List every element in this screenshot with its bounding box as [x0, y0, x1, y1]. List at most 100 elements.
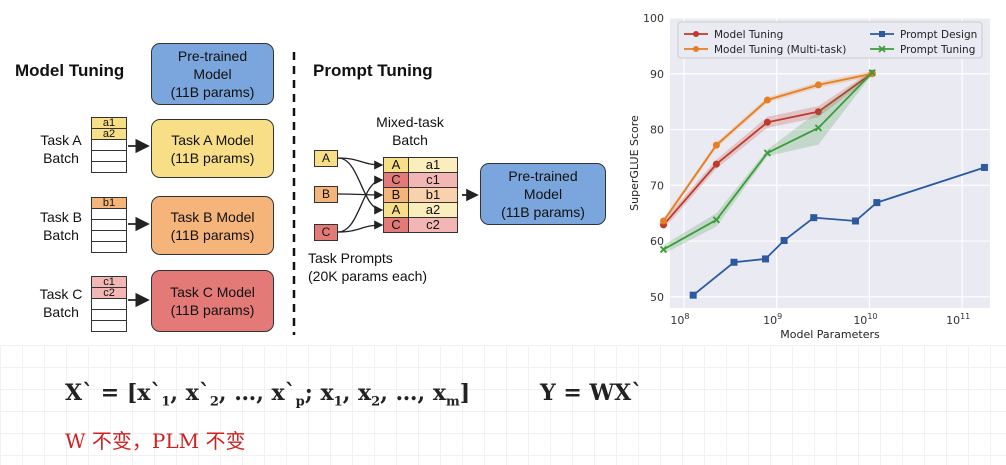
legend-box: [677, 21, 983, 59]
label-line: Mixed-task: [376, 114, 444, 130]
legend-marker: [879, 31, 885, 37]
y-tick-label: 90: [650, 68, 664, 81]
y-tick-label: 80: [650, 124, 664, 137]
formula-y: Y = WX`: [540, 380, 643, 406]
model-tuning-title: Model Tuning: [15, 61, 125, 80]
arrow: [337, 190, 384, 200]
data-point: [763, 149, 772, 157]
task-label-line: Batch: [43, 304, 79, 320]
prompt-c: C: [314, 224, 338, 241]
task-c-label: Task C Batch: [33, 285, 89, 321]
box-line: (11B params): [170, 84, 255, 100]
data-point: [814, 108, 822, 116]
batch-input-cell: c2: [408, 217, 458, 233]
data-point: [763, 118, 771, 126]
data-point: [980, 163, 988, 171]
plot-area: [670, 18, 990, 308]
label-line: Batch: [392, 132, 428, 148]
task-a-label: Task A Batch: [33, 131, 89, 167]
legend-label: Model Tuning: [714, 29, 783, 41]
formula-sub: 2: [371, 394, 381, 410]
note-text: W 不变，PLM 不变: [65, 429, 246, 453]
x-tick-label: 108: [670, 312, 689, 327]
formula-part: , x`: [170, 380, 210, 406]
box-line: Task A Model: [171, 131, 254, 148]
task-label-line: Task A: [40, 132, 82, 148]
y-tick-label: 100: [643, 12, 664, 25]
arrow: [337, 157, 384, 170]
legend-marker: [878, 45, 886, 53]
box-line: (11B params): [501, 204, 585, 220]
task-label-line: Task B: [39, 209, 82, 225]
legend-marker: [693, 31, 699, 37]
task-a-model-box: Task A Model (11B params): [151, 119, 274, 178]
box-line: Task C Model: [170, 284, 255, 300]
data-point: [868, 69, 876, 77]
prompt-b: B: [314, 186, 338, 203]
legend-label: Prompt Design: [900, 29, 977, 41]
data-point: [712, 141, 720, 149]
task-b-label: Task B Batch: [33, 208, 89, 244]
prompt-tuning-title: Prompt Tuning: [313, 61, 433, 80]
data-point: [730, 258, 738, 266]
pretrained-model-box-right: Pre-trained Model (11B params): [480, 163, 606, 225]
batch-cell-empty: [91, 320, 127, 332]
data-point: [659, 245, 668, 254]
formula-sub: m: [445, 394, 460, 410]
data-point: [780, 237, 788, 245]
formula-x: X` = [x`1, x`2, …, x`p; x1, x2, …, xm]: [65, 380, 470, 409]
batch-cell-empty: [91, 161, 127, 173]
error-band: [663, 70, 873, 254]
formula-part: ]: [459, 380, 471, 406]
task-label-line: Task C: [39, 286, 83, 302]
x-axis-label: Model Parameters: [780, 328, 880, 340]
legend-marker: [693, 46, 699, 52]
batch-input-cell: c1: [408, 172, 458, 188]
left-arrows: [128, 52, 296, 335]
task-c-model-box: Task C Model (11B params): [151, 270, 274, 332]
formula-sub: p: [295, 394, 305, 410]
y-tick-label: 70: [650, 179, 664, 192]
formula-part: , …, x: [380, 380, 446, 406]
pretrained-model-box-left: Pre-trained Model (11B params): [151, 43, 274, 105]
data-point: [814, 124, 823, 132]
data-point: [814, 81, 822, 89]
task-b-model-box: Task B Model (11B params): [151, 196, 274, 255]
y-tick-label: 60: [650, 235, 664, 248]
box-line: Model: [523, 186, 563, 202]
label-line: Task Prompts: [308, 250, 393, 266]
arrow: [337, 157, 384, 215]
box-line: Task B Model: [170, 208, 255, 225]
box-line: Model: [193, 66, 232, 82]
x-tick-label: 109: [763, 312, 782, 327]
formula-sub: 2: [209, 394, 219, 410]
y-axis-label: SuperGLUE Score: [628, 115, 641, 211]
task-label-line: Batch: [43, 227, 79, 243]
legend-label: Prompt Tuning: [900, 44, 975, 56]
x-tick-label: 1010: [853, 312, 877, 327]
formula-sub: 1: [333, 394, 343, 410]
mixed-task-batch-label: Mixed-task Batch: [365, 113, 455, 149]
formula-part: ; x: [304, 380, 334, 406]
batch-input-cell: a1: [408, 157, 458, 173]
prompt-a: A: [314, 150, 338, 167]
box-line: Pre-trained: [177, 48, 248, 64]
formula-part: X` = [x`: [65, 380, 162, 406]
task-label-line: Batch: [43, 150, 79, 166]
box-line: (11B params): [170, 302, 255, 318]
data-point: [873, 199, 881, 207]
data-point: [762, 255, 770, 263]
y-tick-label: 50: [650, 291, 664, 304]
data-point: [852, 217, 860, 225]
formula-part: , …, x`: [218, 380, 296, 406]
box-line: (11B params): [170, 149, 255, 166]
box-line: (11B params): [170, 226, 255, 243]
series-line: [692, 166, 985, 296]
task-prompts-label: Task Prompts (20K params each): [308, 249, 427, 285]
legend-label: Model Tuning (Multi-task): [714, 44, 846, 56]
prompt-arrows: [337, 157, 479, 233]
formula-part: , x: [342, 380, 372, 406]
data-point: [689, 291, 697, 299]
data-point: [763, 96, 771, 104]
